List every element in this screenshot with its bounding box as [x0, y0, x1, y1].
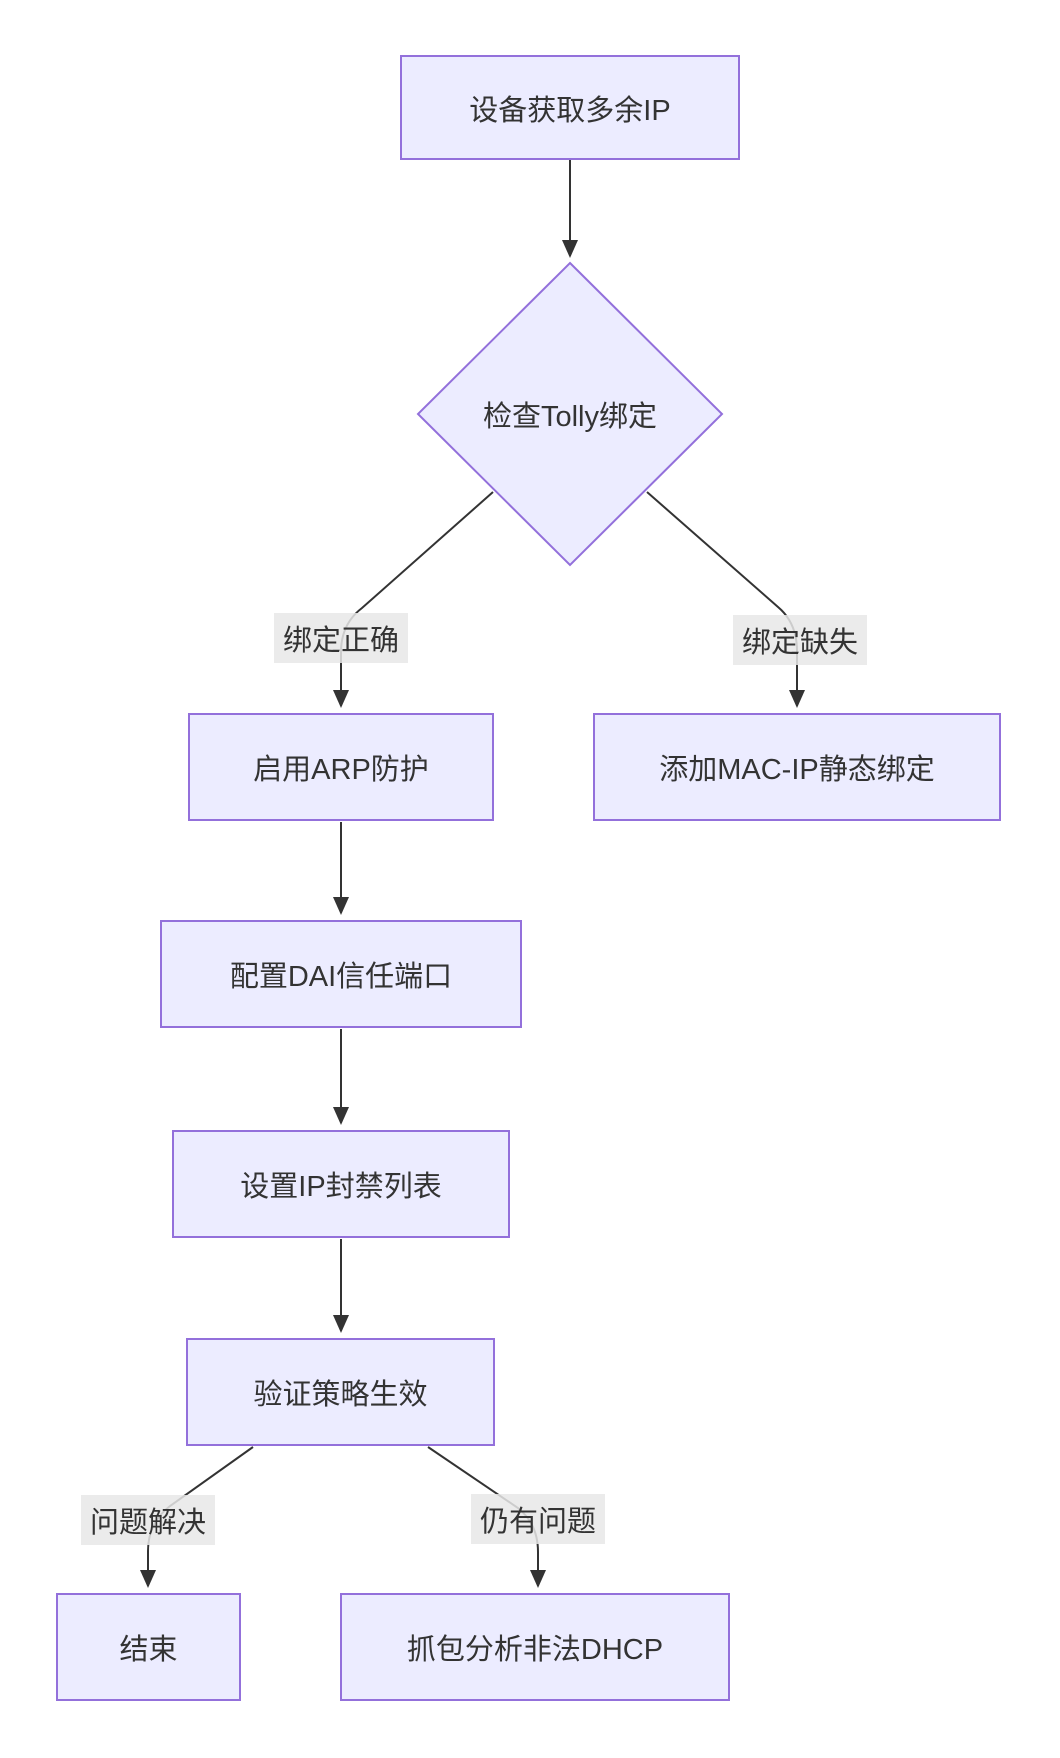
edge-label-still-issue-text: 仍有问题 — [479, 1506, 596, 1538]
node-enable-arp: 启用ARP防护 — [188, 713, 494, 821]
edge-label-problem-solved-text: 问题解决 — [89, 1507, 206, 1539]
edge-label-problem-solved: 问题解决 — [81, 1495, 215, 1545]
node-check-tolly: 检查Tolly绑定 — [430, 386, 710, 442]
node-config-dai-port: 配置DAI信任端口 — [160, 920, 522, 1028]
edge-label-binding-missing: 绑定缺失 — [733, 615, 867, 665]
node-config-dai-port-label: 配置DAI信任端口 — [229, 961, 453, 993]
node-add-mac-ip-binding-label: 添加MAC-IP静态绑定 — [659, 754, 935, 786]
node-add-mac-ip-binding: 添加MAC-IP静态绑定 — [593, 713, 1001, 821]
node-enable-arp-label: 启用ARP防护 — [253, 754, 429, 786]
node-end-label: 结束 — [119, 1634, 178, 1666]
node-start: 设备获取多余IP — [400, 55, 740, 160]
node-capture-dhcp: 抓包分析非法DHCP — [340, 1593, 730, 1701]
diamond-shape — [416, 261, 724, 567]
edge-label-still-issue: 仍有问题 — [471, 1494, 605, 1544]
edge-check-mac — [646, 491, 805, 708]
edge-label-binding-missing-text: 绑定缺失 — [741, 627, 858, 659]
node-ip-ban-list-label: 设置IP封禁列表 — [240, 1171, 442, 1203]
node-capture-dhcp-label: 抓包分析非法DHCP — [406, 1634, 664, 1666]
node-verify-policy-label: 验证策略生效 — [253, 1379, 428, 1411]
node-end: 结束 — [56, 1593, 241, 1701]
edge-label-binding-correct: 绑定正确 — [274, 613, 408, 663]
node-check-tolly-label: 检查Tolly绑定 — [482, 401, 657, 433]
node-ip-ban-list: 设置IP封禁列表 — [172, 1130, 510, 1238]
node-start-label: 设备获取多余IP — [469, 94, 671, 127]
edge-check-arp — [333, 491, 494, 708]
node-verify-policy: 验证策略生效 — [186, 1338, 495, 1446]
edge-label-binding-correct-text: 绑定正确 — [282, 625, 399, 657]
